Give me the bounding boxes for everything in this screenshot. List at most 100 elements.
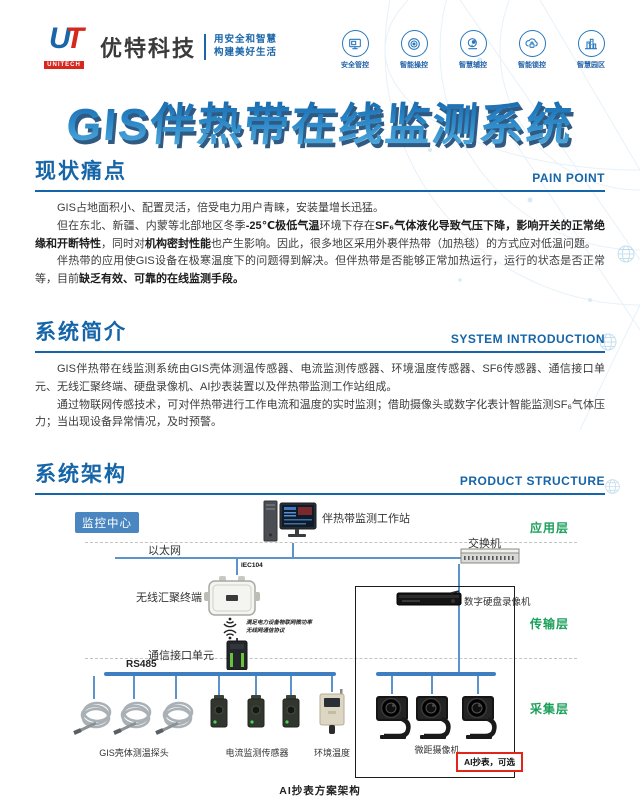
paragraph-text: GIS伴热带在线监测系统由GIS壳体测温传感器、电流监测传感器、环境温度传感器、… [35, 363, 605, 393]
layer-divider [85, 542, 577, 543]
nav-label: 智慧园区 [577, 62, 605, 69]
cloud-lock-icon [518, 30, 546, 57]
comm-interface-unit-image [226, 638, 248, 670]
logo-letter-t: T [65, 22, 84, 55]
comm-interface-unit-label: 通信接口单元 [148, 650, 214, 662]
ai-metering-optional-badge: AI抄表，可选 [456, 752, 524, 772]
layer-divider [85, 658, 577, 659]
page-header: UT UNITECH 优特科技 用安全和智慧 构建美好生活 安全管控 智能操控 [0, 0, 640, 86]
paragraph-text: 环境下存在 [319, 219, 376, 232]
nav-label: 智能锁控 [518, 62, 546, 69]
logo-letter-u: U [49, 22, 71, 55]
wireless-terminal-label: 无线汇聚终端 [136, 592, 202, 604]
temp-probe-image [113, 701, 152, 735]
drop-line [431, 676, 433, 694]
drop-line [290, 676, 292, 696]
nav-label: 智慧辅控 [459, 62, 487, 69]
ai-metering-panel [355, 586, 515, 778]
nav-label: 智能操控 [400, 62, 428, 69]
section-body: GIS伴热带在线监测系统由GIS壳体测温传感器、电流监测传感器、环境温度传感器、… [35, 361, 605, 432]
current-sensor-image [282, 695, 300, 728]
logo-divider [204, 34, 207, 60]
company-slogan: 用安全和智慧 构建美好生活 [214, 34, 277, 60]
ethernet-line [115, 557, 465, 559]
drop-line [391, 676, 393, 694]
section-product-structure: 系统架构 PRODUCT STRUCTURE [35, 458, 605, 495]
ethernet-label: 以太网 [148, 545, 181, 557]
paragraph: 伴热带的应用使GIS设备在极寒温度下的问题得到解决。但伴热带是否能够正常加热运行… [35, 253, 605, 289]
page-title-banner: GIS伴热带在线监测系统 GIS伴热带在线监测系统 [0, 88, 640, 154]
iec104-label: IEC104 [241, 562, 263, 569]
protocol-note-line2: 无线网通信协议 [246, 628, 285, 635]
diagram-caption: AI抄表方案架构 [279, 785, 361, 797]
nav-item-lock: 智能锁控 [511, 30, 553, 70]
page-title: GIS伴热带在线监测系统 [64, 88, 576, 153]
drop-line [93, 676, 95, 699]
dvr-image [396, 590, 462, 606]
paragraph: 但在东北、新疆、内蒙等北部地区冬季-25℃极低气温环境下存在SF₆气体液化导致气… [35, 218, 605, 254]
ut-logo-mark: UT UNITECH [36, 24, 92, 70]
wireless-terminal-image [204, 576, 260, 616]
protocol-note-line1: 满足电力设备物联网微功率 [246, 620, 313, 626]
lens-icon [400, 30, 428, 57]
temp-probe-image [73, 701, 112, 735]
section-heading: 系统简介 SYSTEM INTRODUCTION [35, 316, 605, 353]
paragraph-text-bold: SF₆气体液化导致气压下降，影响开关的正常绝缘和开断特性 [35, 219, 606, 250]
paragraph-text-bold: -25℃极低气温 [245, 219, 320, 232]
drop-line [477, 676, 479, 694]
nav-item-park: 智慧园区 [570, 30, 612, 70]
section-title: 系统架构 [35, 463, 127, 486]
company-logo: UT UNITECH 优特科技 用安全和智慧 构建美好生活 [36, 24, 277, 70]
section-title-en: PAIN POINT [532, 171, 605, 185]
nav-item-safety: 安全管控 [334, 30, 376, 70]
camera-image [416, 696, 451, 739]
dvr-label: 数字硬盘录像机 [464, 597, 531, 608]
camera-label: 微距摄像机 [414, 745, 460, 755]
nav-item-auxiliary: 智慧辅控 [452, 30, 494, 70]
nav-label: 安全管控 [341, 62, 369, 69]
layer-label-collection: 采集层 [530, 702, 570, 716]
connector-line [292, 543, 294, 558]
drop-line [133, 676, 135, 699]
slogan-line1: 用安全和智慧 [214, 34, 278, 46]
section-title: 现状痛点 [35, 160, 127, 183]
globe-icon [617, 245, 635, 263]
paragraph: GIS占地面积小、配置灵活，倍受电力用户青睐，安装量增长迅猛。 [35, 200, 605, 218]
temp-probe-label: GIS壳体测温探头 [99, 748, 169, 758]
camera-image [376, 696, 411, 739]
section-heading: 现状痛点 PAIN POINT [35, 155, 605, 192]
paragraph-text: GIS占地面积小、配置灵活，倍受电力用户青睐，安装量增长迅猛。 [57, 202, 384, 214]
wifi-signal-icon [223, 629, 237, 640]
switch-label: 交换机 [468, 538, 501, 550]
architecture-diagram: 应用层 传输层 采集层 监控中心 伴热带监测工作站 以太网 交换机 IEC104 [0, 495, 640, 802]
paragraph-text: 通过物联网传感技术，可对伴热带进行工作电流和温度的实时监测；借助摄像头或数字化表… [35, 398, 605, 429]
drop-line [218, 676, 220, 696]
env-temp-device-image [319, 689, 345, 734]
current-sensor-image [247, 695, 265, 728]
switch-image [460, 548, 520, 564]
paragraph-text: ，同时对 [101, 237, 145, 250]
paragraph-text: 也产生影响。因此，很多地区采用外裹伴热带（加热毯）的方式应对低温问题。 [211, 237, 596, 250]
paragraph-text: 但在东北、新疆、内蒙等北部地区冬季 [57, 219, 246, 232]
section-heading: 系统架构 PRODUCT STRUCTURE [35, 458, 605, 495]
connector-line [458, 564, 460, 674]
section-title: 系统简介 [35, 321, 127, 344]
paragraph: 通过物联网传感技术，可对伴热带进行工作电流和温度的实时监测；借助摄像头或数字化表… [35, 397, 605, 433]
camera-image [462, 696, 497, 739]
buildings-icon [577, 30, 605, 57]
current-sensor-image [210, 695, 228, 728]
connector-line [236, 559, 238, 575]
protocol-note: 满足电力设备物联网微功率 无线网通信协议 [246, 619, 312, 636]
temp-probe-image [155, 701, 194, 735]
camera-bus [376, 672, 496, 676]
section-system-introduction: 系统简介 SYSTEM INTRODUCTION GIS伴热带在线监测系统由GI… [35, 316, 605, 432]
workstation-image [263, 500, 317, 542]
paragraph-text-bold: 机构密封性能 [145, 237, 211, 250]
paragraph: GIS伴热带在线监测系统由GIS壳体测温传感器、电流监测传感器、环境温度传感器、… [35, 361, 605, 397]
drop-line [255, 676, 257, 696]
slogan-line2: 构建美好生活 [214, 47, 278, 58]
drop-line [331, 676, 333, 692]
wifi-signal-icon [223, 617, 237, 628]
camera-icon [459, 30, 487, 57]
section-pain-point: 现状痛点 PAIN POINT GIS占地面积小、配置灵活，倍受电力用户青睐，安… [35, 155, 605, 289]
